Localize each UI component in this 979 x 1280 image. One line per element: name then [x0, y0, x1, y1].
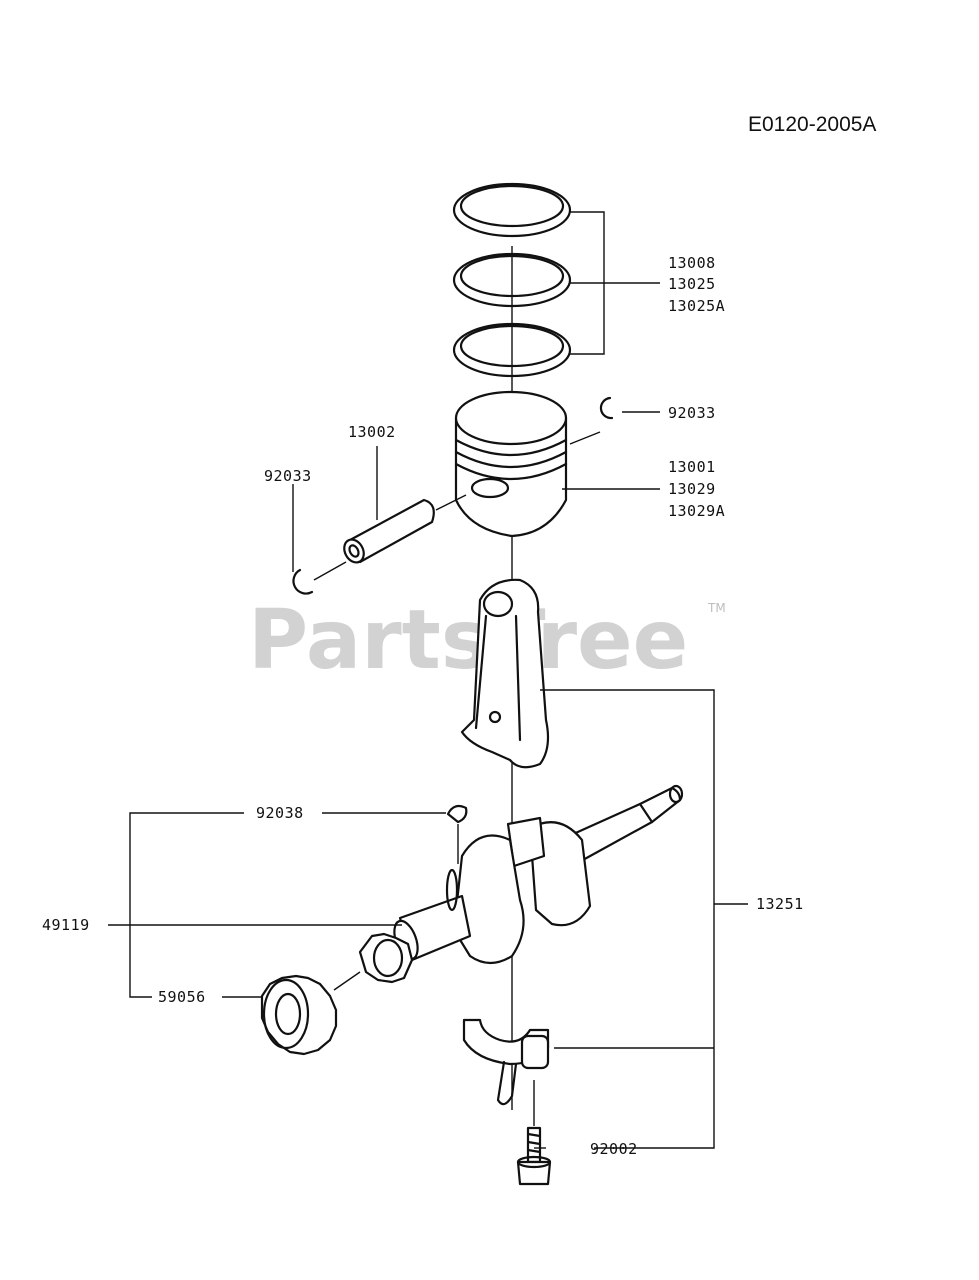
diagram-code: E0120-2005A [748, 113, 876, 136]
piston-pin[interactable] [340, 494, 467, 566]
watermark-text: PartsTree [248, 593, 688, 688]
label-49119[interactable]: 49119 [42, 916, 90, 934]
connecting-rod-cap[interactable] [462, 1018, 550, 1106]
left-leaders [108, 812, 446, 998]
label-92033-left[interactable]: 92033 [264, 467, 312, 485]
rod-assy-leader [534, 689, 748, 1149]
rings-leader [570, 211, 660, 355]
rings-labels[interactable]: 13008 13025 13025A [668, 254, 725, 315]
piston-rings[interactable] [452, 182, 572, 378]
label-13025a[interactable]: 13025A [668, 297, 725, 315]
connecting-rod[interactable] [460, 578, 550, 769]
circlip-right[interactable] [569, 396, 660, 445]
label-13029a[interactable]: 13029A [668, 502, 725, 520]
pinion-gear[interactable] [358, 932, 414, 984]
watermark: PartsTree TM [248, 593, 726, 688]
watermark-tm: TM [707, 601, 726, 615]
label-13029[interactable]: 13029 [668, 480, 716, 498]
label-92002[interactable]: 92002 [590, 1140, 638, 1158]
rod-bolt[interactable] [516, 1080, 552, 1186]
label-13001[interactable]: 13001 [668, 458, 716, 476]
piston[interactable] [454, 390, 568, 538]
label-13025[interactable]: 13025 [668, 275, 716, 293]
label-59056[interactable]: 59056 [158, 988, 206, 1006]
crank-gear[interactable] [260, 971, 361, 1056]
piston-labels[interactable]: 13001 13029 13029A [668, 458, 725, 520]
label-13251[interactable]: 13251 [756, 895, 804, 913]
label-92033-right[interactable]: 92033 [668, 404, 716, 422]
label-13002[interactable]: 13002 [348, 423, 396, 441]
label-92038[interactable]: 92038 [256, 804, 304, 822]
label-13008[interactable]: 13008 [668, 254, 716, 272]
woodruff-key[interactable] [446, 804, 468, 864]
circlip-left[interactable] [292, 561, 347, 595]
crankshaft[interactable] [390, 784, 684, 965]
